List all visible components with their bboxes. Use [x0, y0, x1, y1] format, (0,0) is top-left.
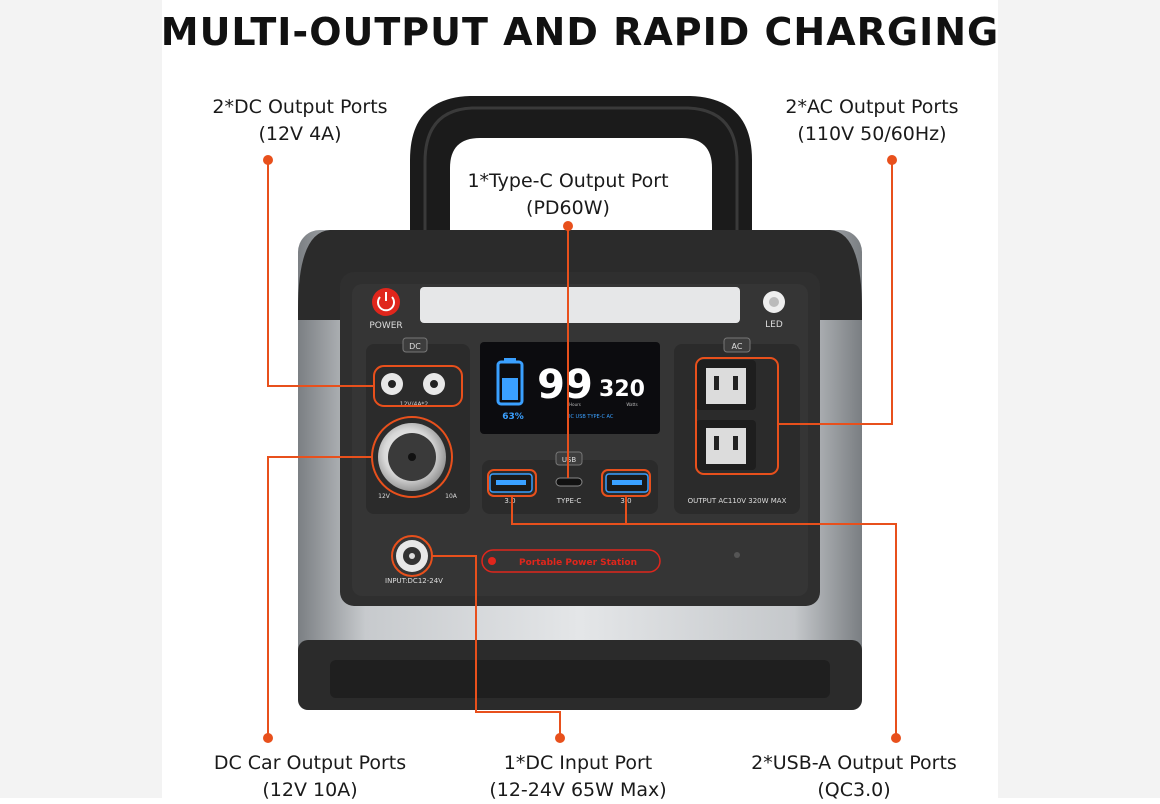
- dc-tag: DC: [409, 342, 421, 351]
- callout-endpoints: [263, 155, 901, 743]
- callout-car-output: DC Car Output Ports (12V 10A): [160, 750, 460, 804]
- brand-badge: [481, 549, 661, 573]
- callout-car-output-line2: (12V 10A): [262, 779, 358, 801]
- callout-type-c-line2: (PD60W): [526, 197, 610, 219]
- callout-dc-output-line1: 2*DC Output Ports: [212, 96, 388, 118]
- ac-panel: [674, 337, 800, 514]
- usb-a-port-left: [489, 473, 533, 493]
- usb-tag: USB: [562, 456, 577, 464]
- usb-a-port-right: [605, 473, 649, 493]
- ac-tag: AC: [732, 342, 743, 351]
- car-output-port: [378, 423, 446, 491]
- brand-badge-dot: [488, 557, 496, 565]
- type-c-port: [555, 477, 583, 487]
- background-band-right: [998, 0, 1160, 798]
- callout-ac-output: 2*AC Output Ports (110V 50/60Hz): [722, 94, 1022, 148]
- dc-input-label: INPUT:DC12-24V: [385, 577, 443, 585]
- callout-usb-a: 2*USB-A Output Ports (QC3.0): [704, 750, 1004, 804]
- callout-dc-input-line2: (12-24V 65W Max): [489, 779, 667, 801]
- ac-output-label: OUTPUT AC110V 320W MAX: [688, 497, 787, 505]
- callout-dc-output-line2: (12V 4A): [258, 123, 342, 145]
- car-rating-right: 10A: [445, 493, 458, 500]
- power-label: POWER: [369, 321, 402, 331]
- hours-value: 99: [537, 362, 593, 408]
- mic-hole: [734, 552, 740, 558]
- qc-label-left: 3.0: [504, 497, 515, 505]
- dc-port-rating: 12V/4A*2: [400, 401, 429, 408]
- hours-unit: Hours: [569, 402, 581, 407]
- callout-lines: [267, 160, 897, 738]
- callout-usb-a-line1: 2*USB-A Output Ports: [751, 752, 957, 774]
- callout-dc-input-line1: 1*DC Input Port: [503, 752, 653, 774]
- watts-unit: Watts: [626, 402, 637, 407]
- callout-ac-output-line1: 2*AC Output Ports: [785, 96, 959, 118]
- callout-type-c-line1: 1*Type-C Output Port: [467, 170, 669, 192]
- car-rating-left: 12V: [378, 493, 391, 500]
- background-band-left: [0, 0, 162, 798]
- type-c-label: TYPE-C: [556, 497, 582, 505]
- dc-input-port: [396, 540, 428, 572]
- callout-type-c: 1*Type-C Output Port (PD60W): [428, 168, 708, 222]
- callout-dc-output: 2*DC Output Ports (12V 4A): [150, 94, 450, 148]
- watts-value: 320: [599, 377, 645, 402]
- brand-label: Portable Power Station: [519, 558, 637, 568]
- carry-handle: [410, 96, 752, 262]
- page-title: MULTI-OUTPUT AND RAPID CHARGING: [160, 10, 1000, 54]
- display-indicators: DC USB TYPE-C AC: [567, 414, 614, 420]
- callout-car-output-line1: DC Car Output Ports: [213, 752, 407, 774]
- battery-percent: 63%: [502, 412, 524, 422]
- lcd-display: [480, 342, 660, 434]
- callout-dc-input: 1*DC Input Port (12-24V 65W Max): [428, 750, 728, 804]
- callout-ac-output-line2: (110V 50/60Hz): [797, 123, 947, 145]
- power-button[interactable]: [372, 288, 400, 316]
- led-button[interactable]: [763, 291, 785, 313]
- callout-usb-a-line2: (QC3.0): [817, 779, 891, 801]
- led-label: LED: [765, 320, 783, 330]
- dc-output-ports: [381, 373, 445, 395]
